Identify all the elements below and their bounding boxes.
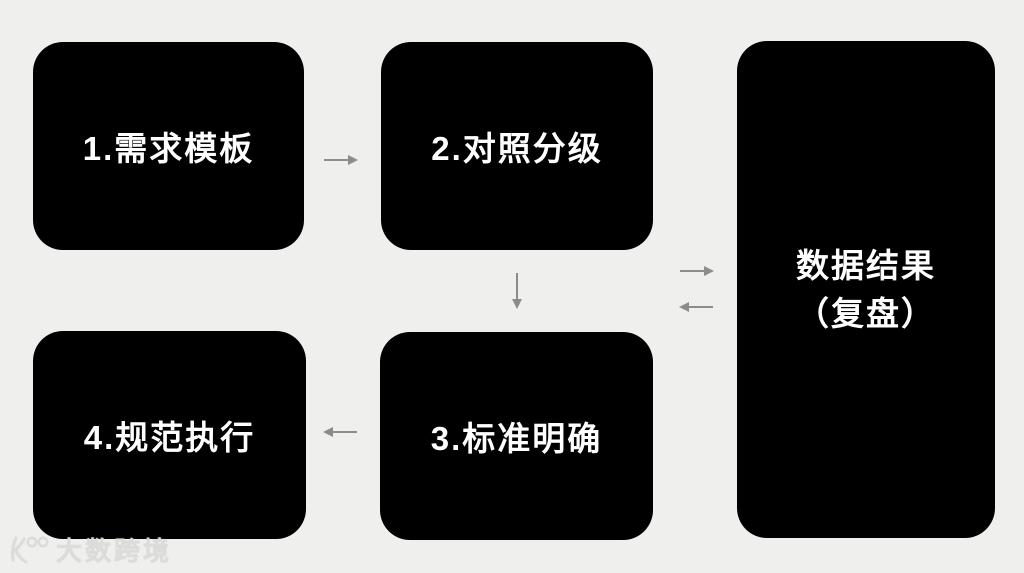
flow-node-step1-label: 1.需求模板 (82, 130, 255, 167)
flow-node-result-line1: 数据结果 (796, 246, 936, 284)
flow-node-step2: 2.对照分级 (381, 42, 653, 250)
flow-node-step3-label: 3.标准明确 (430, 420, 603, 457)
arrow-step3-to-step4-icon (323, 427, 357, 437)
arrow-step2-to-step3-icon (512, 273, 522, 309)
flow-node-result: 数据结果 （复盘） (737, 41, 995, 538)
watermark: 大数跨境 (8, 531, 172, 568)
flow-node-result-line2: （复盘） (796, 294, 936, 332)
arrow-step1-to-step2-icon (324, 155, 358, 165)
flow-node-step3: 3.标准明确 (380, 332, 653, 540)
flow-node-step4: 4.规范执行 (33, 331, 306, 539)
flow-node-result-label: 数据结果 （复盘） (796, 242, 936, 338)
k100-logo-icon (11, 535, 49, 564)
flow-node-step2-label: 2.对照分级 (431, 130, 603, 167)
watermark-brand-text: 大数跨境 (56, 536, 173, 566)
arrow-result-to-step3-icon (679, 302, 713, 312)
flow-node-step4-label: 4.规范执行 (83, 419, 256, 456)
flow-node-step1: 1.需求模板 (33, 42, 304, 250)
arrow-step2-to-result-icon (680, 266, 714, 276)
